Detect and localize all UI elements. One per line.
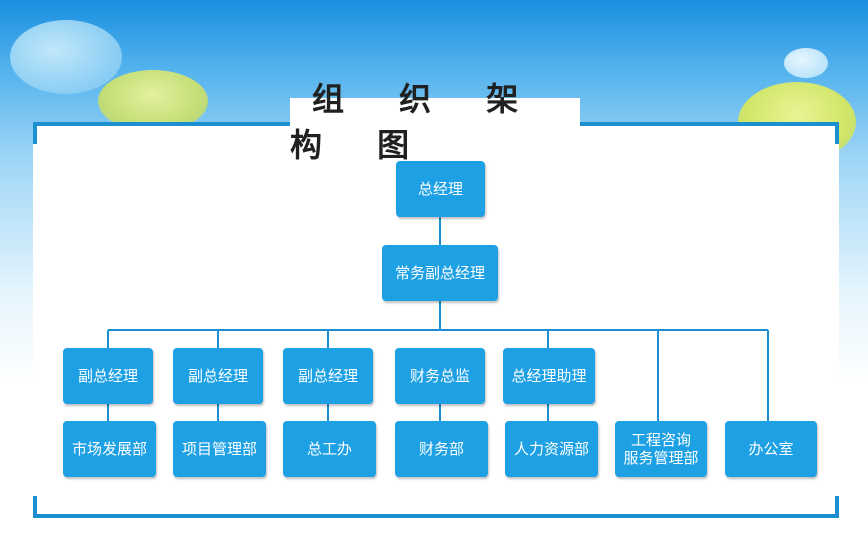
node-office: 办公室 [725, 421, 817, 477]
node-executive-vp: 常务副总经理 [382, 245, 498, 301]
node-consulting-dept: 工程咨询 服务管理部 [615, 421, 707, 477]
decorative-bubble-small-blue [784, 48, 828, 78]
frame-right [835, 122, 839, 144]
node-finance-dept: 财务部 [395, 421, 488, 477]
node-chief-engineer-office: 总工办 [283, 421, 376, 477]
frame-bottom-left [33, 496, 37, 518]
node-cfo: 财务总监 [395, 348, 485, 404]
frame-top-right [577, 122, 839, 126]
node-vp-2: 副总经理 [173, 348, 263, 404]
decorative-bubble-blue [10, 20, 122, 94]
frame-bottom [33, 514, 839, 518]
node-vp-1: 副总经理 [63, 348, 153, 404]
frame-top-left [33, 122, 293, 126]
node-project-dept: 项目管理部 [173, 421, 266, 477]
frame-bottom-right [835, 496, 839, 518]
node-market-dept: 市场发展部 [63, 421, 156, 477]
node-vp-3: 副总经理 [283, 348, 373, 404]
node-gm-assistant: 总经理助理 [503, 348, 595, 404]
node-ceo: 总经理 [396, 161, 485, 217]
node-hr-dept: 人力资源部 [505, 421, 598, 477]
decorative-bubble-yellow [98, 70, 208, 132]
frame-left [33, 122, 37, 144]
